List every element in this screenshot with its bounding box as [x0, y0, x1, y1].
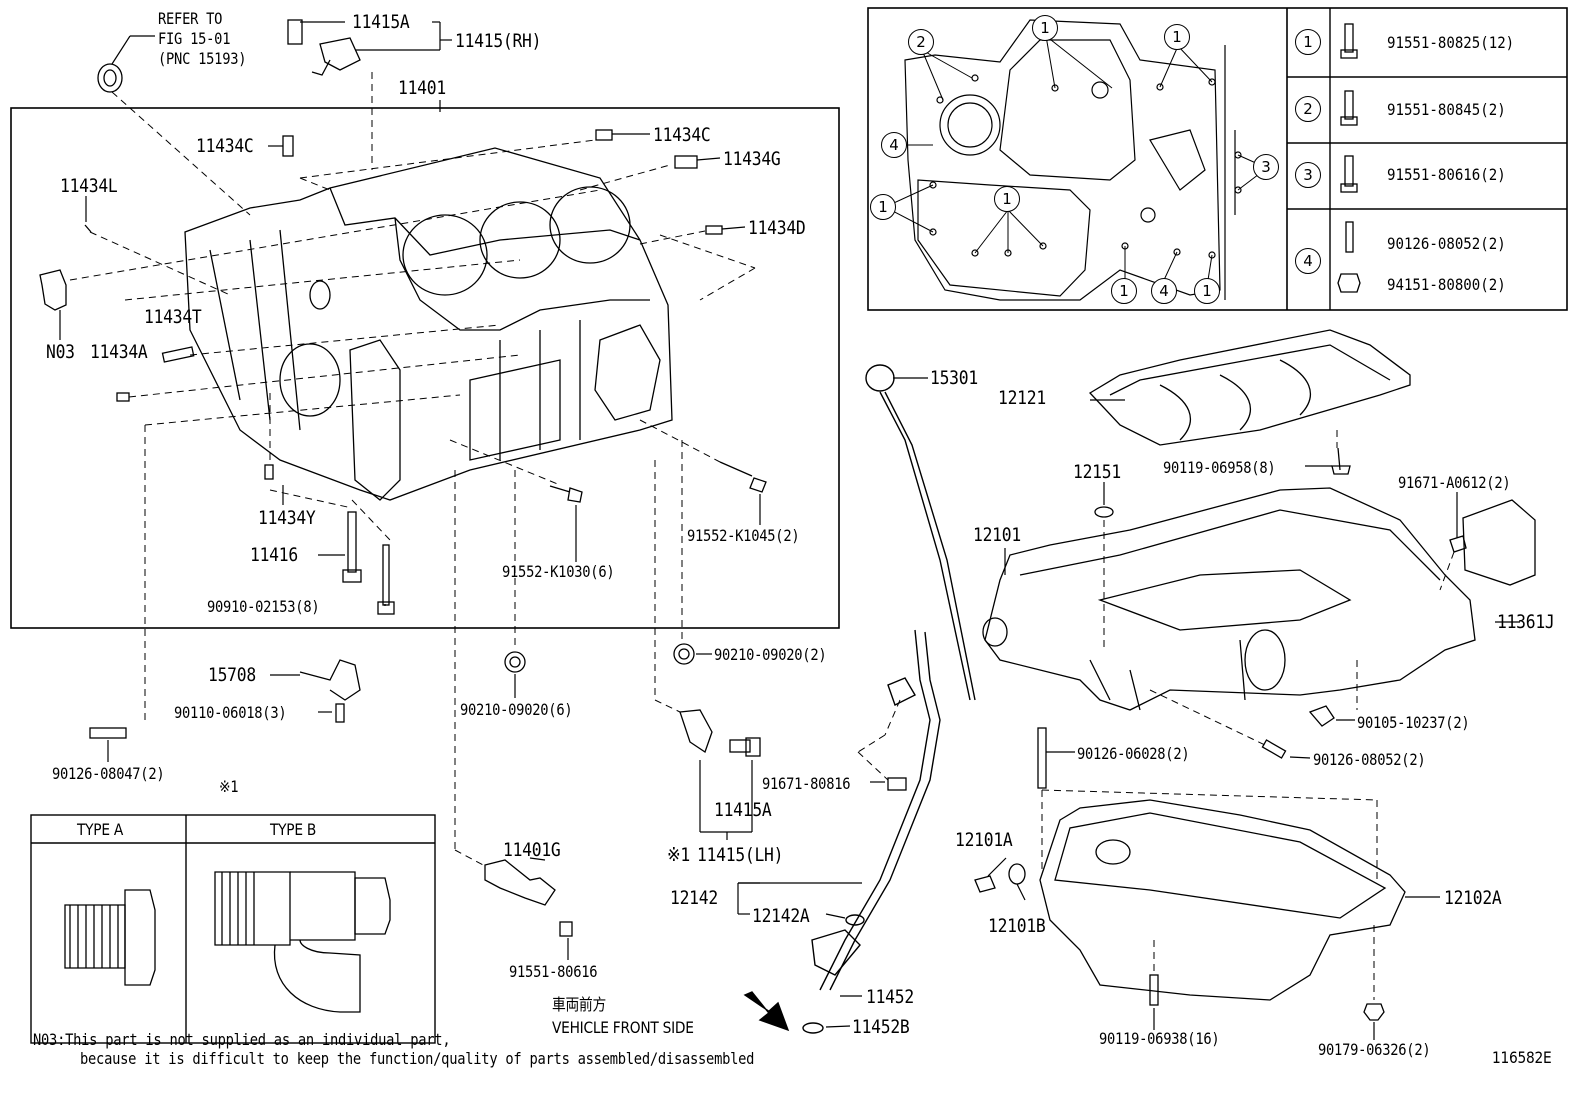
- part-label-11434y[interactable]: 11434Y: [258, 507, 316, 529]
- block-group-frame: [10, 107, 840, 629]
- part-label-11401g[interactable]: 11401G: [503, 839, 561, 861]
- upper-oil-pan-sketch: [982, 487, 1476, 711]
- inset-callout-4-bottom: 4: [1151, 278, 1177, 304]
- legend-num-1: 1: [1295, 29, 1321, 55]
- part-label-90105-10237[interactable]: 90105-10237(2): [1357, 713, 1470, 732]
- part-label-12151[interactable]: 12151: [1073, 461, 1121, 483]
- timing-cover-sketch: [904, 19, 1242, 301]
- part-label-11434d[interactable]: 11434D: [748, 217, 806, 239]
- part-label-12142a[interactable]: 12142A: [752, 905, 810, 927]
- legend-part-3[interactable]: 91551-80616(2): [1387, 165, 1506, 184]
- part-label-90210-09020-left[interactable]: 90210-09020(6): [460, 700, 573, 719]
- inset-callout-1-bottomright: 1: [1194, 278, 1220, 304]
- part-label-12121[interactable]: 12121: [998, 387, 1046, 409]
- leader-lines: [59, 21, 1520, 1040]
- type-box-frame: [30, 814, 436, 1044]
- legend-part-1[interactable]: 91551-80825(12): [1387, 33, 1515, 52]
- part-label-11415a-top[interactable]: 11415A: [352, 11, 410, 33]
- part-label-91552-k1045[interactable]: 91552-K1045(2): [687, 526, 800, 545]
- part-label-15301[interactable]: 15301: [930, 367, 978, 389]
- part-label-11434l[interactable]: 11434L: [60, 175, 118, 197]
- legend-part-4a[interactable]: 90126-08052(2): [1387, 234, 1506, 253]
- part-label-12101b[interactable]: 12101B: [988, 915, 1046, 937]
- baffle-plate-sketch: [1088, 329, 1411, 446]
- inset-callout-4-left: 4: [881, 132, 907, 158]
- type-b-label: TYPE B: [270, 820, 317, 839]
- part-label-90119-06938[interactable]: 90119-06938(16): [1099, 1029, 1220, 1048]
- part-label-90179-06326[interactable]: 90179-06326(2): [1318, 1040, 1431, 1059]
- part-label-11434g[interactable]: 11434G: [723, 148, 781, 170]
- part-label-11415-lh-mark: ※1: [667, 844, 691, 866]
- vehicle-front-jp: 車両前方: [552, 995, 607, 1014]
- part-label-11401[interactable]: 11401: [398, 77, 446, 99]
- part-label-90110-06018[interactable]: 90110-06018(3): [174, 703, 287, 722]
- inset-callout-2: 2: [908, 29, 934, 55]
- plate-11361j-sketch: [1462, 499, 1536, 586]
- part-label-91671-a0612[interactable]: 91671-A0612(2): [1398, 473, 1511, 492]
- oil-guide-tube-sketch: [802, 629, 941, 1034]
- type-a-label: TYPE A: [77, 820, 124, 839]
- inset-callout-3: 3: [1253, 154, 1279, 180]
- legend-bolt-icons: [1337, 23, 1361, 293]
- lower-oil-pan-sketch: [1039, 799, 1406, 1001]
- figure-id: 116582E: [1492, 1048, 1552, 1067]
- part-label-11415-rh[interactable]: 11415(RH): [455, 30, 542, 52]
- part-label-11434a[interactable]: 11434A: [90, 341, 148, 363]
- part-label-11434c-left[interactable]: 11434C: [196, 135, 254, 157]
- vehicle-front-en: VEHICLE FRONT SIDE: [552, 1018, 694, 1037]
- inset-frame: [867, 7, 1568, 311]
- part-label-90910-02153[interactable]: 90910-02153(8): [207, 597, 320, 616]
- note-line1: N03:This part is not supplied as an indi…: [33, 1030, 451, 1049]
- part-label-91671-80816[interactable]: 91671-80816: [762, 774, 851, 793]
- type-b-fitting-sketch: [214, 871, 391, 1013]
- dipstick-sketch: [865, 364, 976, 701]
- part-label-90119-06958[interactable]: 90119-06958(8): [1163, 458, 1276, 477]
- small-parts-sketch: [39, 19, 1467, 1021]
- part-label-90126-08052[interactable]: 90126-08052(2): [1313, 750, 1426, 769]
- part-label-15708[interactable]: 15708: [208, 664, 256, 686]
- note-line2: because it is difficult to keep the func…: [80, 1049, 755, 1068]
- legend-num-2: 2: [1295, 96, 1321, 122]
- part-label-12101[interactable]: 12101: [973, 524, 1021, 546]
- legend-num-3: 3: [1295, 162, 1321, 188]
- inset-callout-1-left: 1: [870, 194, 896, 220]
- legend-num-4: 4: [1295, 248, 1321, 274]
- dashed-lines: [69, 72, 1455, 1000]
- refer-to-line1: REFER TO: [158, 9, 223, 28]
- part-label-11434c-right[interactable]: 11434C: [653, 124, 711, 146]
- part-label-11434t[interactable]: 11434T: [144, 306, 202, 328]
- part-label-90210-09020-right[interactable]: 90210-09020(2): [714, 645, 827, 664]
- part-label-90126-08047[interactable]: 90126-08047(2): [52, 764, 165, 783]
- type-box-mark: ※1: [219, 777, 239, 796]
- type-a-plug-sketch: [64, 889, 156, 986]
- part-label-91551-80616[interactable]: 91551-80616: [509, 962, 598, 981]
- refer-to-line2: FIG 15-01: [158, 29, 231, 48]
- refer-to-line3: (PNC 15193): [158, 49, 247, 68]
- inset-callout-1-top: 1: [1032, 15, 1058, 41]
- inset-callout-1-topright: 1: [1164, 24, 1190, 50]
- legend-part-2[interactable]: 91551-80845(2): [1387, 100, 1506, 119]
- part-label-12142[interactable]: 12142: [670, 887, 718, 909]
- part-label-11416[interactable]: 11416: [250, 544, 298, 566]
- part-label-11361j[interactable]: 11361J: [1497, 611, 1555, 633]
- part-label-90126-06028[interactable]: 90126-06028(2): [1077, 744, 1190, 763]
- part-label-11452b[interactable]: 11452B: [852, 1016, 910, 1038]
- part-label-11415-lh[interactable]: 11415(LH): [697, 844, 784, 866]
- part-label-11415a-bottom[interactable]: 11415A: [714, 799, 772, 821]
- part-label-n03[interactable]: N03: [46, 341, 75, 363]
- legend-part-4b[interactable]: 94151-80800(2): [1387, 275, 1506, 294]
- inset-callout-1-center: 1: [994, 186, 1020, 212]
- inset-leaders: [884, 35, 1268, 281]
- part-label-12101a[interactable]: 12101A: [955, 829, 1013, 851]
- cylinder-block-sketch: [184, 147, 673, 501]
- part-label-91552-k1030[interactable]: 91552-K1030(6): [502, 562, 615, 581]
- front-arrow-icon: [743, 991, 790, 1032]
- part-label-11452[interactable]: 11452: [866, 986, 914, 1008]
- inset-callout-1-bottom: 1: [1111, 278, 1137, 304]
- part-label-12102a[interactable]: 12102A: [1444, 887, 1502, 909]
